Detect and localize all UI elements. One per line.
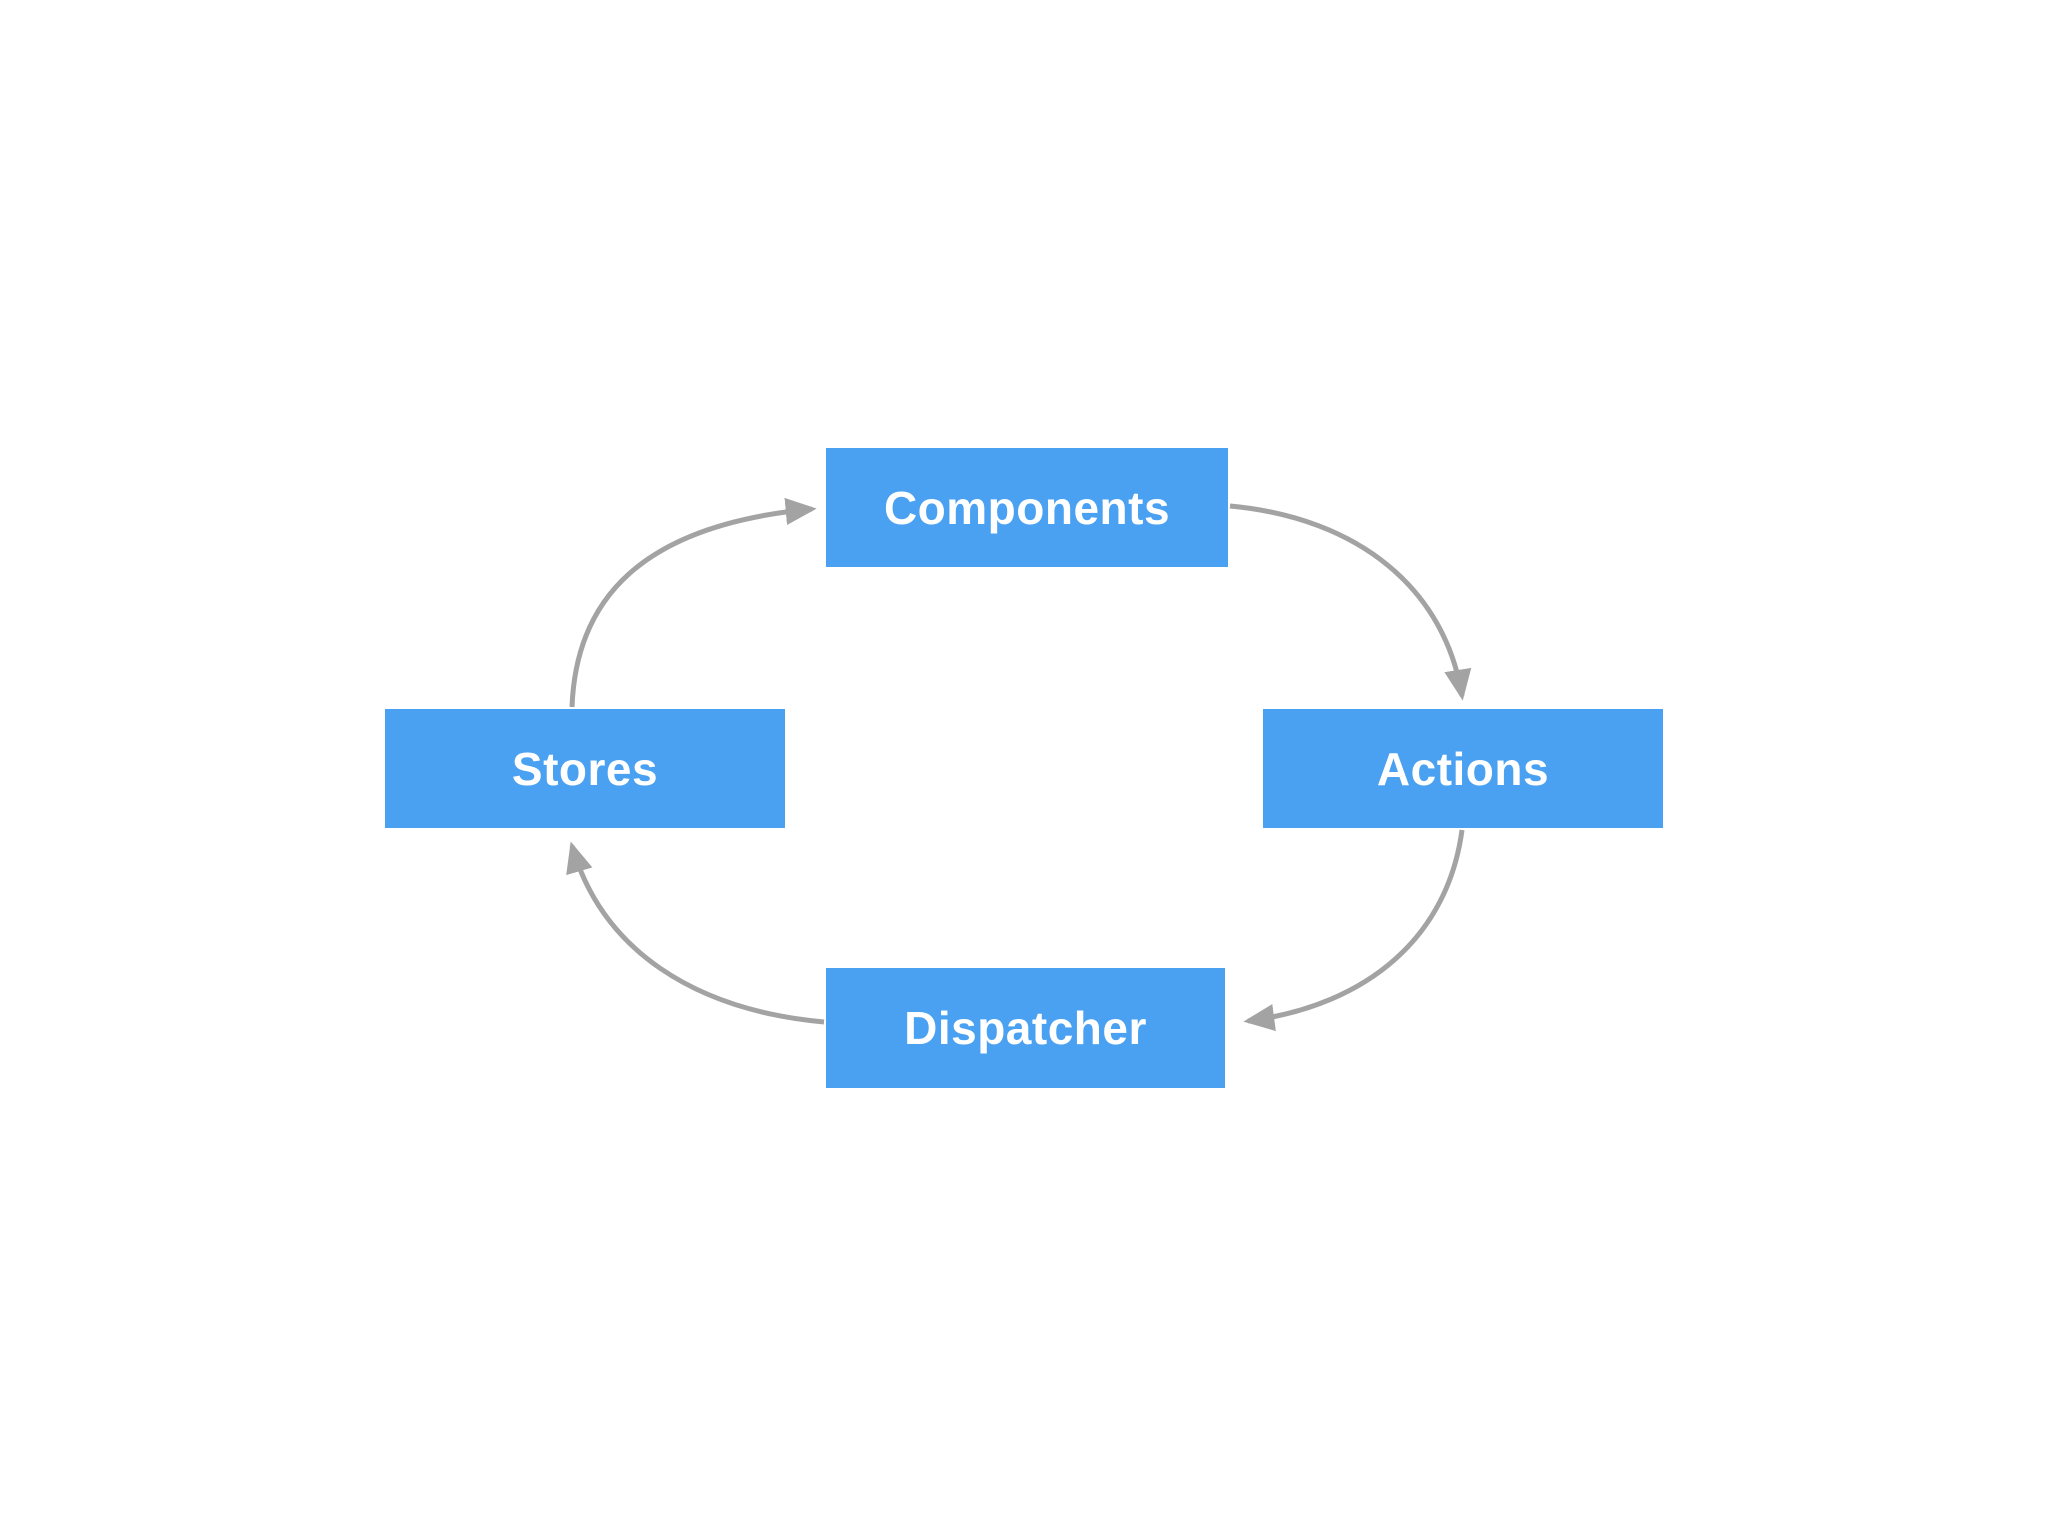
node-stores: Stores	[385, 709, 785, 828]
edge-actions-to-dispatcher	[1243, 829, 1465, 1032]
node-stores-label: Stores	[511, 742, 659, 795]
edge-stores-to-components	[569, 497, 817, 708]
edge-components-to-actions	[1229, 503, 1472, 701]
node-actions-label: Actions	[1376, 742, 1550, 795]
edge-dispatcher-to-stores	[566, 841, 825, 1025]
node-components-label: Components	[883, 481, 1171, 534]
node-components: Components	[826, 448, 1228, 567]
node-actions: Actions	[1263, 709, 1663, 828]
node-dispatcher-label: Dispatcher	[904, 1002, 1147, 1054]
node-dispatcher: Dispatcher	[826, 968, 1225, 1088]
